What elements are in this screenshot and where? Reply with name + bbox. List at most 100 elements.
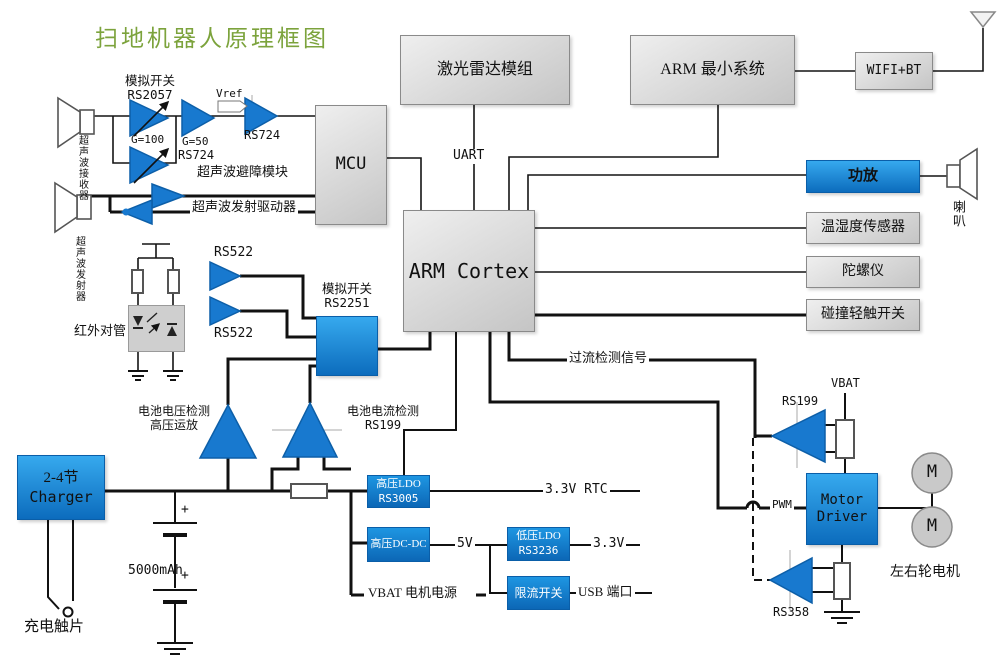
junction-dot xyxy=(122,208,130,216)
ir-diode-symbols xyxy=(133,312,177,336)
block-hv-ldo-line1: 高压LDO xyxy=(376,477,421,490)
comparator-rs724 xyxy=(244,96,279,136)
pwm-label: PWM xyxy=(770,498,794,512)
rs724-label-1: RS724 xyxy=(178,148,215,162)
vbat-label: VBAT xyxy=(831,376,860,390)
loudspeaker-label: 喇叭 xyxy=(950,200,966,228)
left-motor-label: M xyxy=(926,462,938,482)
battery-current-detect-label: 电池电流检测 RS199 xyxy=(340,404,426,433)
ir-resistor-right xyxy=(167,269,180,294)
motor-icons xyxy=(911,452,953,548)
antenna-icon xyxy=(969,11,997,29)
right-motor-icon xyxy=(911,506,953,548)
battery-voltage-detect-label: 电池电压检测 高压运放 xyxy=(134,404,214,433)
block-motor-driver: Motor Driver xyxy=(806,473,878,545)
resistors xyxy=(131,269,855,600)
rtc-rail-label: 3.3V RTC xyxy=(543,482,610,498)
block-temp-humidity-label: 温湿度传感器 xyxy=(821,220,905,236)
block-arm-cortex-label: ARM Cortex xyxy=(408,258,530,283)
ultrasonic-avoid-module-label: 超声波避障模块 xyxy=(197,164,289,179)
analog-switch-text: 模拟开关 xyxy=(124,74,175,88)
ultrasonic-transmitter-label: 超声波发射器 xyxy=(73,236,85,302)
wheel-motors-label: 左右轮电机 xyxy=(890,565,960,580)
rs2057-text: RS2057 xyxy=(127,87,173,103)
block-arm-cortex: ARM Cortex xyxy=(403,210,535,332)
block-hv-ldo: 高压LDO RS3005 xyxy=(367,475,430,508)
ultrasonic-receiver-label: 超声波接收器 xyxy=(76,135,88,201)
motor-shunt-bottom xyxy=(833,562,851,600)
block-motor-driver-line2: Driver xyxy=(816,509,868,525)
block-wifi-bt: WIFI+BT xyxy=(855,52,933,90)
rail-3v3-label: 3.3V xyxy=(591,536,627,552)
analog-switch-rs2057-label: 模拟开关 RS2057 xyxy=(108,74,192,103)
block-audio-amp-label: 功放 xyxy=(847,168,878,185)
block-lv-ldo-line2: RS3236 xyxy=(518,544,559,557)
block-temp-humidity-sensor: 温湿度传感器 xyxy=(806,212,920,244)
rs2251-text: RS2251 xyxy=(324,295,370,311)
block-charger: 2-4节 Charger xyxy=(17,455,105,520)
block-hv-dcdc-label: 高压DC-DC xyxy=(370,537,427,550)
right-motor-label: M xyxy=(926,516,938,536)
volt-detect-line2: 高压运放 xyxy=(149,417,198,432)
overcurrent-signal-label: 过流检测信号 xyxy=(567,350,650,366)
loudspeaker-icon xyxy=(946,164,961,188)
battery-capacity-label: 5000mAh xyxy=(128,563,183,578)
block-audio-amp: 功放 xyxy=(806,160,920,193)
analog-switch-rs2251-label: 模拟开关 RS2251 xyxy=(314,282,380,311)
battery-plus-1: + xyxy=(181,502,189,517)
left-motor-icon xyxy=(911,452,953,494)
rs358-amp xyxy=(768,556,813,605)
battery-plus-2: + xyxy=(181,568,189,583)
page-title: 扫地机器人原理框图 xyxy=(95,26,329,51)
usb-port-label: USB 端口 xyxy=(576,584,635,600)
block-analog-switch-rs2251 xyxy=(316,316,378,376)
block-lv-ldo: 低压LDO RS3236 xyxy=(507,527,570,561)
block-arm-min-system-label: ARM 最小系统 xyxy=(660,61,765,78)
block-bump-switch: 碰撞轻触开关 xyxy=(806,299,920,331)
vbat-motor-rail-label: VBAT 电机电源 xyxy=(366,585,459,601)
block-motor-driver-line1: Motor xyxy=(820,491,864,508)
block-laser-radar-label: 激光雷达模组 xyxy=(436,61,533,78)
speaker-icons xyxy=(54,96,978,234)
tx-driver-amp-right xyxy=(151,182,187,210)
g50-amp xyxy=(181,98,216,138)
analog-switch-text-2: 模拟开关 xyxy=(321,282,372,296)
uart-label: UART xyxy=(451,148,487,164)
rs199-label: RS199 xyxy=(782,394,819,408)
gain-50-label: G=50 xyxy=(182,135,209,148)
voltage-sense-amp xyxy=(198,403,258,459)
gain-arrows xyxy=(133,100,170,184)
volt-detect-line1: 电池电压检测 xyxy=(137,404,210,418)
block-current-limit-switch-label: 限流开关 xyxy=(514,585,563,600)
rs199-amp xyxy=(770,408,826,464)
block-hv-ldo-line2: RS3005 xyxy=(378,491,419,505)
block-gyroscope-label: 陀螺仪 xyxy=(842,264,884,280)
cur-detect-line2: RS199 xyxy=(364,417,402,432)
block-gyroscope: 陀螺仪 xyxy=(806,256,920,288)
ground-symbols xyxy=(128,370,860,655)
rs522-label-2: RS522 xyxy=(214,326,254,341)
block-mcu: MCU xyxy=(315,105,387,225)
gain-100-label: G=100 xyxy=(131,133,165,146)
block-laser-radar: 激光雷达模组 xyxy=(400,35,570,105)
current-sense-amp xyxy=(281,401,339,458)
block-current-limit-switch: 限流开关 xyxy=(507,576,570,610)
block-hv-dcdc: 高压DC-DC xyxy=(367,527,430,562)
block-charger-line1: 2-4节 xyxy=(43,469,79,486)
block-lv-ldo-line1: 低压LDO xyxy=(516,530,561,543)
block-bump-switch-label: 碰撞轻触开关 xyxy=(821,307,905,323)
block-charger-line2: Charger xyxy=(29,487,93,506)
ultrasonic-tx-driver-label: 超声波发射驱动器 xyxy=(190,199,299,215)
rs522-amp-1 xyxy=(209,260,242,292)
block-arm-min-system: ARM 最小系统 xyxy=(630,35,795,105)
ir-pair-label: 红外对管 xyxy=(74,323,127,338)
ir-resistor-left xyxy=(131,269,144,294)
vref-label: Vref xyxy=(216,87,243,100)
block-mcu-label: MCU xyxy=(335,154,367,175)
vref-tag xyxy=(217,100,248,113)
thick-wires xyxy=(90,194,806,597)
rs522-amp-2 xyxy=(209,295,242,327)
motor-shunt-top xyxy=(835,419,855,459)
